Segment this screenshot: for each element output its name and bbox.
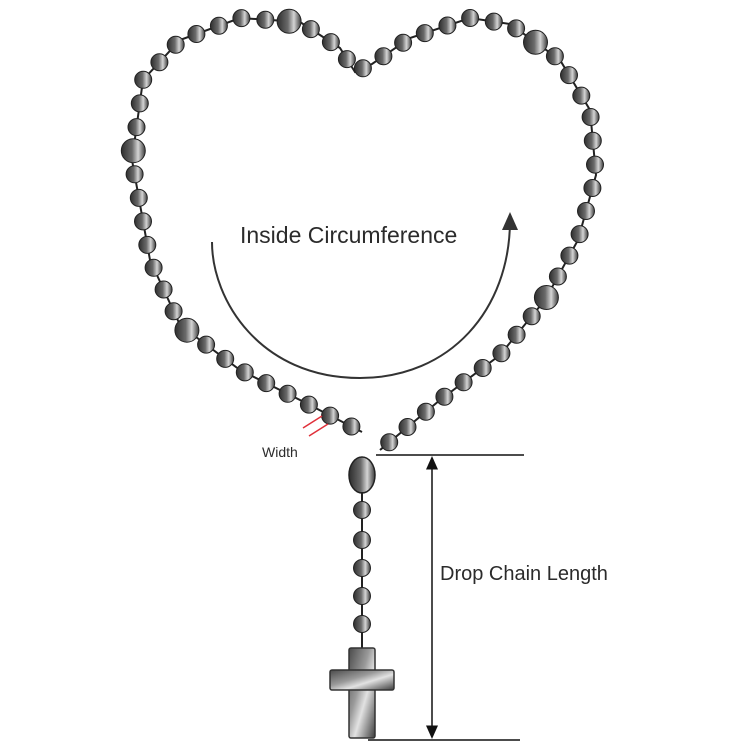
bead <box>187 25 206 43</box>
bead <box>492 344 511 363</box>
bead <box>545 47 564 66</box>
bead <box>216 349 235 368</box>
bead <box>154 280 173 299</box>
drop-bead <box>353 531 371 549</box>
bead <box>130 94 149 113</box>
bead <box>583 131 602 150</box>
bead <box>416 402 435 421</box>
drop-length-measure <box>368 454 524 741</box>
drop-bead <box>353 501 371 519</box>
bead <box>134 70 153 89</box>
bead <box>522 307 541 326</box>
width-marker <box>302 415 329 437</box>
bead <box>586 155 604 174</box>
bead <box>134 212 152 231</box>
bead <box>138 235 157 254</box>
bead <box>570 225 589 244</box>
width-label: Width <box>262 444 298 460</box>
bead <box>125 165 144 184</box>
bead-group <box>120 8 604 452</box>
cross-pendant <box>329 647 395 739</box>
drop-bead <box>353 587 371 605</box>
bead <box>454 373 473 392</box>
bead <box>299 395 318 414</box>
bead <box>321 33 340 52</box>
bead <box>256 10 275 29</box>
drop-chain <box>353 492 371 648</box>
drop-bead <box>353 615 371 633</box>
heart-chain <box>120 8 604 452</box>
bead <box>209 16 228 35</box>
bead <box>380 433 399 452</box>
bead <box>435 387 454 406</box>
bead <box>257 374 276 393</box>
bead <box>507 19 526 38</box>
circumference-arrow <box>211 212 518 380</box>
bead <box>415 24 434 43</box>
bead <box>461 9 480 27</box>
bead <box>577 202 595 220</box>
bead <box>342 417 361 436</box>
bead <box>127 118 146 137</box>
bead <box>560 246 579 265</box>
center-medal <box>348 456 376 494</box>
bead <box>164 302 183 321</box>
bead <box>438 16 457 35</box>
bead <box>321 406 340 425</box>
bead <box>507 325 526 344</box>
bead <box>353 59 372 78</box>
bead <box>548 267 567 286</box>
bead <box>572 86 591 105</box>
drop-bead <box>353 559 371 577</box>
bead <box>398 418 417 436</box>
bead <box>484 12 503 31</box>
bead <box>337 50 356 69</box>
bead <box>301 20 320 39</box>
large-bead <box>174 317 200 343</box>
large-bead <box>276 8 302 34</box>
bead <box>583 179 602 197</box>
cross-vertical-bar <box>348 647 376 739</box>
bead <box>394 33 413 52</box>
bead <box>150 53 169 72</box>
bead <box>166 35 185 54</box>
drop-bead-group <box>353 501 371 633</box>
large-bead <box>533 285 559 310</box>
bead <box>278 384 297 403</box>
bead <box>144 258 163 277</box>
bead <box>560 66 578 85</box>
large-bead <box>120 138 146 164</box>
large-bead <box>523 29 548 55</box>
drop-chain-length-label: Drop Chain Length <box>440 563 608 585</box>
bead <box>374 47 393 66</box>
bead <box>197 335 216 354</box>
bead <box>473 359 492 377</box>
bead <box>232 9 251 28</box>
bead <box>129 188 148 207</box>
bead <box>581 108 600 126</box>
cross-horizontal-bar <box>329 669 395 691</box>
inside-circumference-label: Inside Circumference <box>240 222 457 248</box>
bead <box>235 363 254 382</box>
